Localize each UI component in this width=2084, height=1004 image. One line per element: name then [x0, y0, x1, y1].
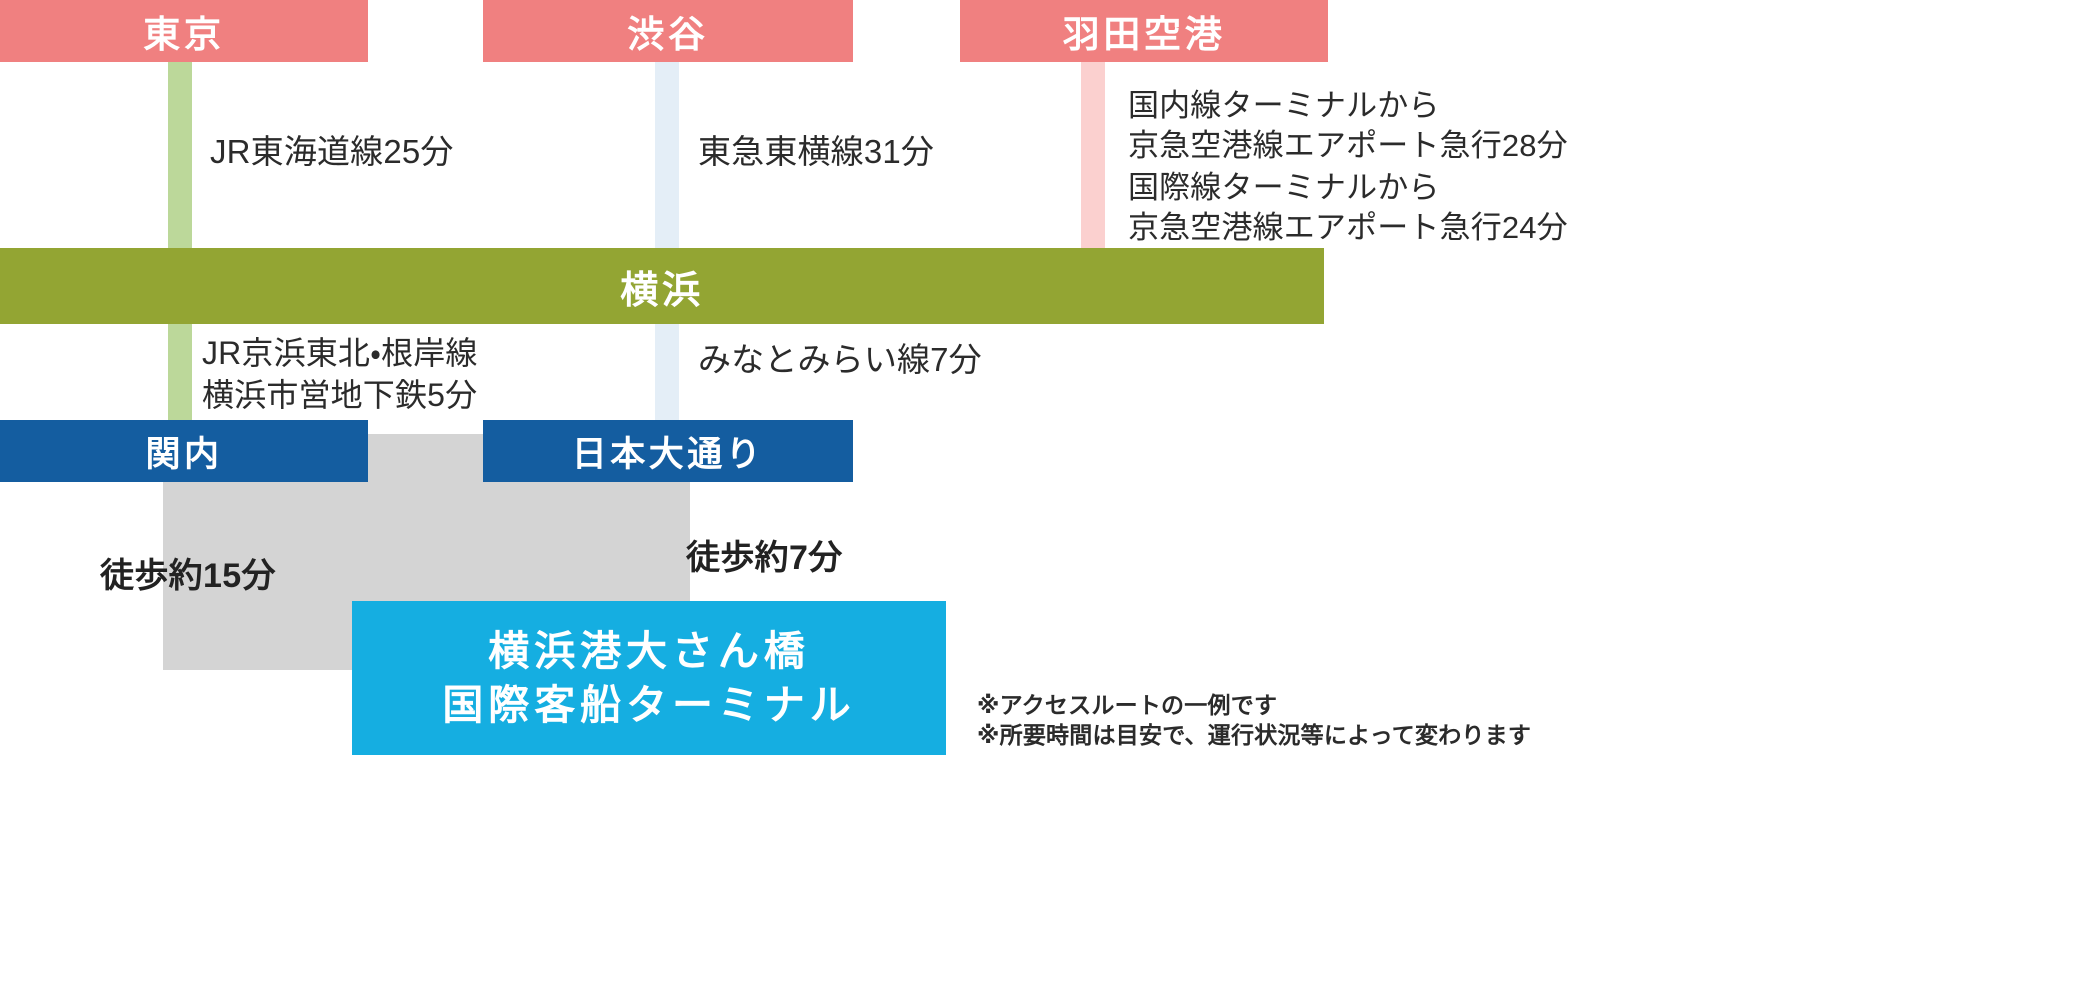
route-label-shibuya-to-yokohama: 東急東横線31分 [698, 132, 934, 172]
connector-line-yokohama-to-kannai [168, 324, 192, 424]
terminal-label-line2: 国際客船ターミナル [442, 682, 856, 728]
station-label-yokohama: 横浜 [620, 269, 704, 312]
route-line-text-2: 京急空港線エアポート急行24分 [1128, 209, 1568, 245]
station-box-yokohama[interactable]: 横浜 [0, 248, 1324, 324]
route-line-text-2: 京急空港線エアポート急行28分 [1128, 127, 1568, 163]
route-line-text-1: 国際線ターミナルから [1128, 170, 1440, 205]
station-box-nihonodori[interactable]: 日本大通り [483, 420, 853, 482]
route-label-yokohama-to-nihonodori: みなとみらい線7分 [698, 340, 982, 380]
route-line-text: 東急東横線31分 [698, 133, 935, 170]
route-label-haneda-domestic-to-yokohama: 国内線ターミナルから 京急空港線エアポート急行28分 [1128, 86, 1568, 165]
terminal-box-osanbashi[interactable]: 横浜港大さん橋 国際客船ターミナル [352, 601, 946, 755]
footnote-travel-time: ※所要時間は目安で、運行状況等によって変わります [977, 722, 1532, 748]
station-box-tokyo[interactable]: 東京 [0, 0, 368, 62]
route-label-haneda-international-to-yokohama: 国際線ターミナルから 京急空港線エアポート急行24分 [1128, 168, 1568, 247]
route-label-yokohama-to-kannai: JR京浜東北・根岸線 横浜市営地下鉄5分 [202, 333, 478, 416]
terminal-label-line1: 横浜港大さん橋 [488, 627, 810, 674]
station-label-shibuya: 渋谷 [627, 14, 709, 55]
station-label-tokyo: 東京 [143, 14, 225, 55]
map-area-blob-lower [163, 600, 377, 670]
route-line-text-1: 国内線ターミナルから [1128, 88, 1440, 123]
route-line-text: みなとみらい線7分 [698, 341, 982, 378]
station-label-nihonodori: 日本大通り [571, 434, 765, 474]
station-label-haneda-airport: 羽田空港 [1062, 14, 1226, 55]
station-box-haneda-airport[interactable]: 羽田空港 [960, 0, 1328, 62]
walk-label-kannai: 徒歩約15分 [100, 557, 276, 595]
connector-line-yokohama-to-nihonodori [655, 324, 679, 424]
station-label-kannai: 関内 [145, 434, 223, 474]
station-box-shibuya[interactable]: 渋谷 [483, 0, 853, 62]
route-label-tokyo-to-yokohama: JR東海道線25分 [210, 132, 454, 172]
route-line-text-2: 横浜市営地下鉄5分 [202, 376, 478, 413]
walk-dotted-line-nihonodori [657, 484, 674, 602]
footnote-access-route: ※アクセスルートの一例です [977, 692, 1278, 718]
route-line-text-1: JR京浜東北・根岸線 [202, 335, 478, 371]
route-line-text: JR東海道線25分 [210, 133, 454, 170]
station-box-kannai[interactable]: 関内 [0, 420, 368, 482]
walk-label-nihonodori: 徒歩約7分 [686, 539, 843, 577]
